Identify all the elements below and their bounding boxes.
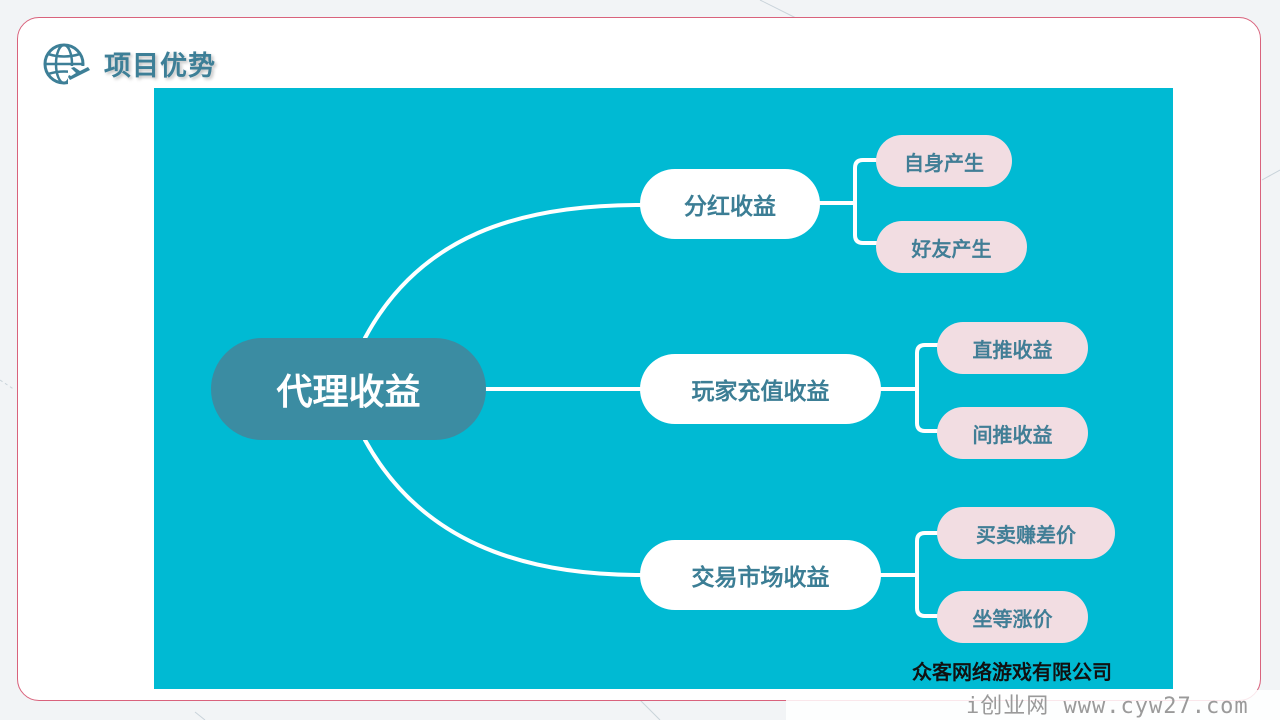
leaf-node-wait-appreciation: 坐等涨价: [937, 591, 1088, 643]
branch-node-player-recharge: 玩家充值收益: [640, 354, 881, 424]
connector-branch-1-children: [818, 158, 878, 245]
page-title: 项目优势: [104, 51, 216, 82]
connector-branch-2-children: [879, 343, 939, 433]
connector-root-branch-1: [363, 203, 642, 340]
branch-node-dividend: 分红收益: [640, 169, 820, 239]
connector-branch-3-children: [879, 531, 939, 618]
watermark-background: [786, 690, 1280, 720]
connector-root-branch-3: [363, 438, 642, 577]
branch-node-trade-market: 交易市场收益: [640, 540, 881, 610]
globe-plane-icon: [43, 43, 92, 88]
leaf-node-indirect-referral: 间推收益: [937, 407, 1088, 459]
watermark-text: i创业网 www.cyw27.com: [966, 694, 1249, 719]
leaf-node-buy-sell-spread: 买卖赚差价: [937, 507, 1115, 559]
leaf-node-direct-referral: 直推收益: [937, 322, 1088, 374]
mindmap-root-node: 代理收益: [211, 338, 486, 440]
leaf-node-self-generated: 自身产生: [876, 135, 1012, 187]
leaf-node-friend-generated: 好友产生: [876, 221, 1027, 273]
company-name: 众客网络游戏有限公司: [912, 660, 1112, 684]
